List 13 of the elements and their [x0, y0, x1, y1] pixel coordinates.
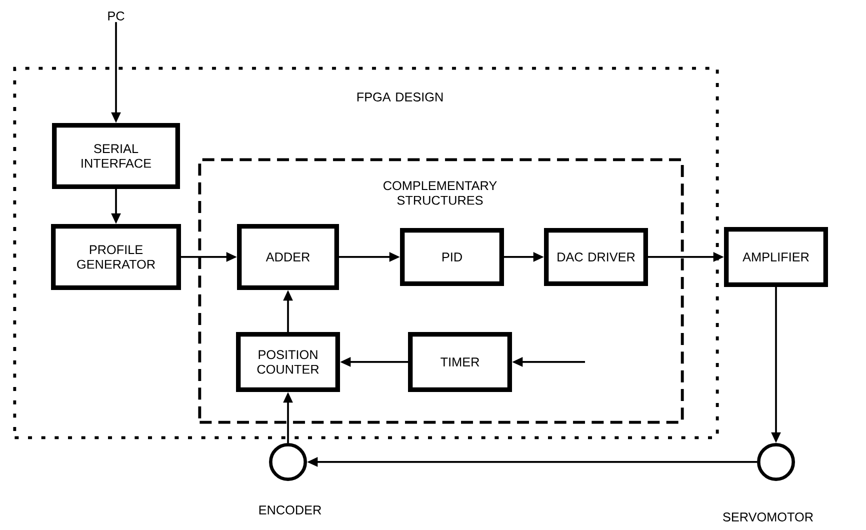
group-title: COMPLEMENTARY STRUCTURES [384, 181, 497, 205]
process-box: TIMER [408, 332, 512, 392]
process-box: PROFILE GENERATOR [51, 224, 181, 290]
device-label: SERVOMOTOR [723, 512, 813, 522]
process-box: SERIAL INTERFACE [52, 123, 180, 189]
process-box: DAC DRIVER [544, 228, 648, 286]
process-box: AMPLIFIER [724, 227, 828, 287]
process-box: POSITION COUNTER [236, 332, 340, 392]
device-label: ENCODER [259, 506, 322, 514]
group-title: FPGA DESIGN [357, 92, 443, 102]
process-box: ADDER [237, 224, 339, 290]
process-box: PID [400, 228, 504, 286]
source-label: PC [108, 12, 124, 20]
